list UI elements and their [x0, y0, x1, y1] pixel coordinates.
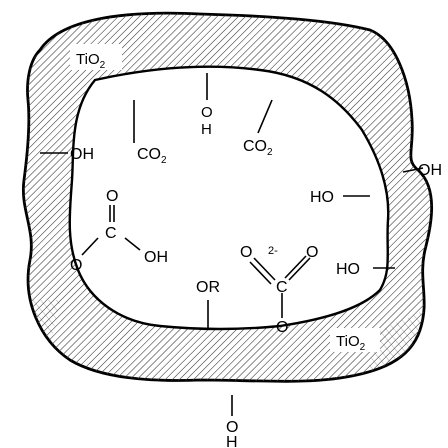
inner-pore	[68, 65, 390, 331]
group-carbonate-o-right: O	[306, 244, 318, 261]
group-oh-right-edge: OH	[418, 162, 442, 179]
group-co2-left: CO2	[137, 146, 167, 166]
tio2-label-top-left: TiO2	[70, 44, 122, 71]
group-o-bottom-outer: O	[226, 419, 238, 436]
group-or: OR	[196, 279, 220, 296]
group-carbonate-c: C	[276, 279, 288, 296]
group-o-top: O	[201, 104, 213, 121]
bond-lines	[40, 73, 424, 416]
shell-hatching	[23, 13, 432, 382]
group-carbonyl-o: O	[106, 188, 118, 205]
group-h-bottom-outer: H	[226, 434, 238, 448]
group-carbonate-charge: 2-	[268, 245, 278, 257]
group-carboxyl-c: C	[105, 225, 117, 242]
group-h-top: H	[201, 121, 212, 138]
group-carboxyl-o-left: O	[70, 257, 82, 274]
group-ho-right-lower: HO	[336, 261, 360, 278]
group-ho-right-upper: HO	[310, 189, 334, 206]
group-oh-left: OH	[70, 146, 94, 163]
group-carboxyl-oh: OH	[144, 249, 168, 266]
svg-text:TiO2: TiO2	[336, 333, 366, 353]
group-o-bottom-inner: O	[276, 319, 288, 336]
group-co2-top-right: CO2	[243, 138, 273, 158]
bottom-white-zone	[0, 395, 448, 448]
tio2-label-bottom-right: TiO2	[330, 328, 380, 353]
svg-text:TiO2: TiO2	[76, 51, 106, 71]
group-carbonate-o-left: O	[240, 244, 252, 261]
